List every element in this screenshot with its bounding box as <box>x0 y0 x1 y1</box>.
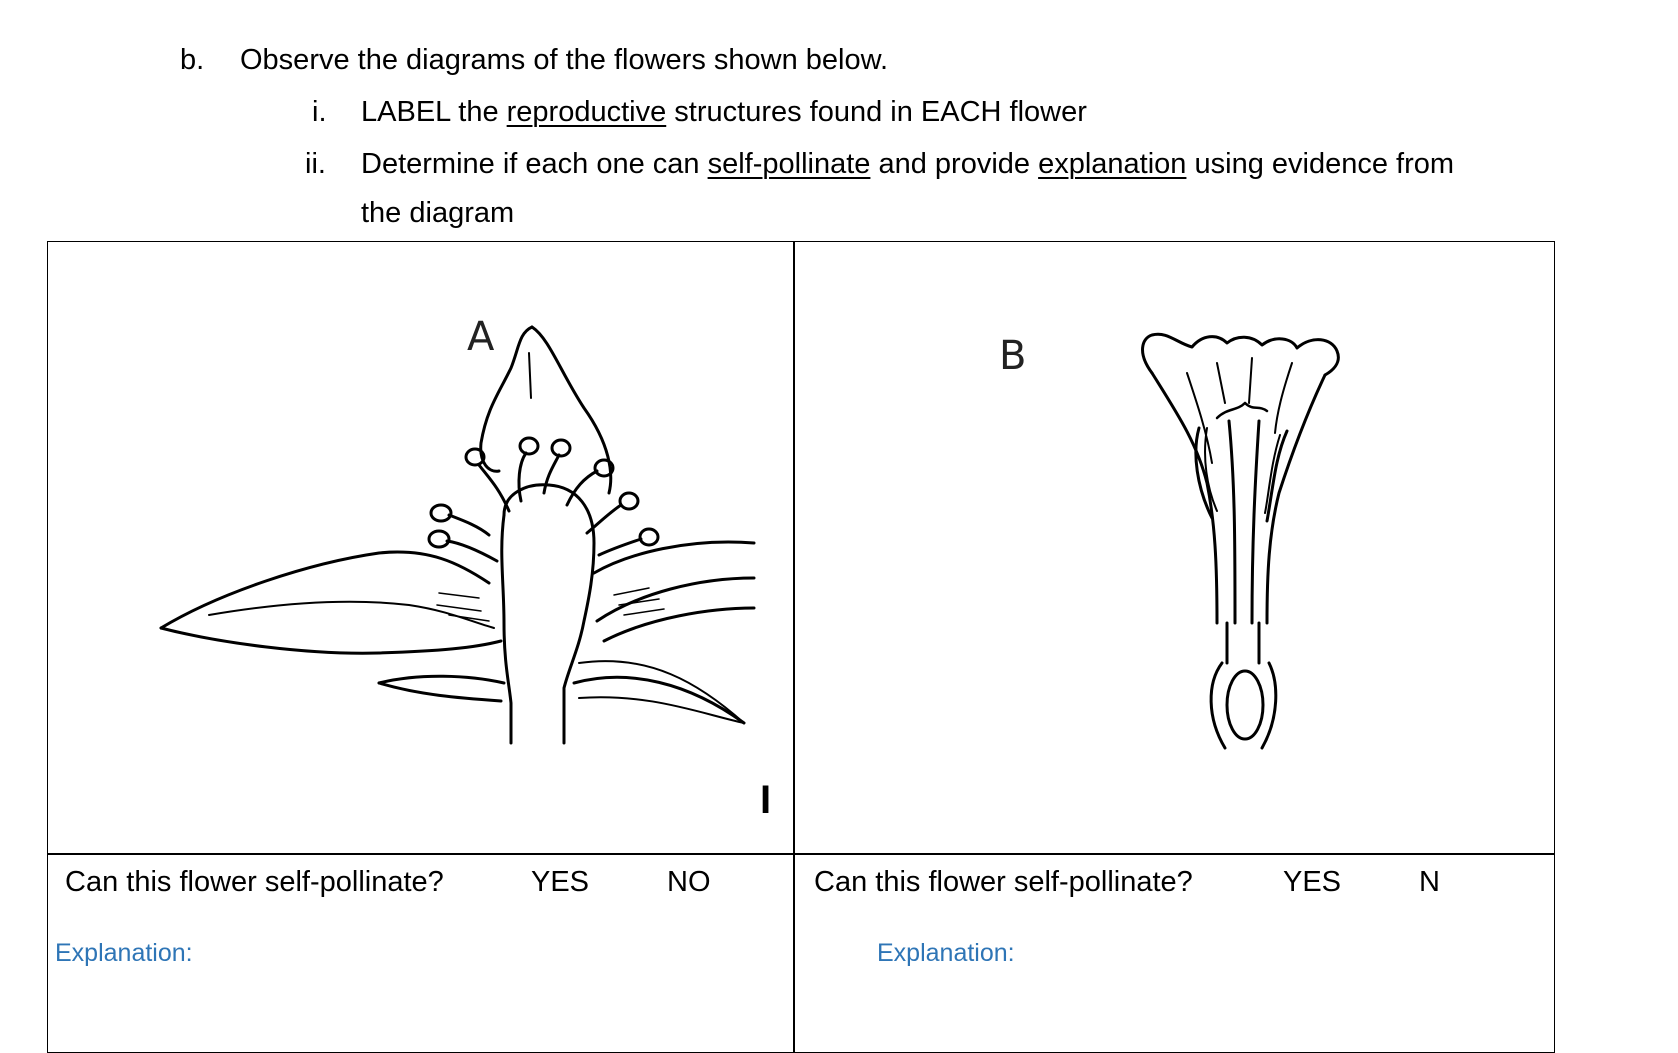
item-ii-after: using evidence from <box>1186 148 1455 180</box>
part-b-text: Observe the diagrams of the flowers show… <box>240 44 888 76</box>
flower-b-tube-right <box>1265 373 1327 625</box>
flower-a-mark: I <box>760 778 771 822</box>
part-b-marker: b. <box>180 44 205 76</box>
flower-a-anther-5 <box>618 491 640 511</box>
flower-a-stamen-7 <box>445 539 499 563</box>
flower-a-anther-4 <box>593 458 615 478</box>
item-i-underlined: reproductive <box>506 96 667 128</box>
item-ii-underlined-1: self-pollinate <box>707 148 871 180</box>
flower-b-tube-lower <box>1225 621 1261 665</box>
flower-a-anther-3 <box>550 438 572 458</box>
flower-a-explanation-label: Explanation: <box>55 939 193 967</box>
flower-b-stigma <box>1215 401 1269 420</box>
flower-a-no-option[interactable]: NO <box>667 866 711 898</box>
flower-b-stamen-left <box>1194 426 1214 520</box>
flower-a-anther-2 <box>518 436 540 456</box>
flower-a-stamen-3 <box>542 453 561 495</box>
flower-a-receptacle <box>502 483 596 745</box>
flower-b-style-left <box>1227 419 1237 625</box>
flower-b-corolla-rim <box>1141 332 1340 377</box>
flower-a-anther-8 <box>638 527 660 547</box>
flower-a-stamen-5 <box>585 503 623 535</box>
item-i-before: LABEL the <box>361 96 507 128</box>
flower-a-anther-1 <box>464 447 486 467</box>
item-i-text: LABEL the reproductive structures found … <box>361 96 1087 129</box>
flower-b-stamen-right <box>1265 429 1289 523</box>
flower-b-ovary-left <box>1209 661 1227 750</box>
item-ii-text: Determine if each one can self-pollinate… <box>361 148 1454 181</box>
flower-a-petal-left <box>159 550 491 630</box>
flower-a-sepal-left-2 <box>377 681 503 703</box>
item-ii-middle: and provide <box>870 148 1039 180</box>
flower-a-petal-left-lower <box>159 626 503 655</box>
item-i-after: structures found in EACH flower <box>666 96 1087 128</box>
flower-a-petal-midline <box>528 352 532 399</box>
flower-a-sepal-right-3 <box>578 696 745 724</box>
item-i-marker: i. <box>312 96 327 128</box>
flower-b-no-option[interactable]: N <box>1419 866 1440 898</box>
cell-diagram-b <box>793 241 1555 855</box>
flower-a-label: A <box>467 314 495 360</box>
flower-a-question: Can this flower self-pollinate? <box>65 866 444 898</box>
flower-a-petal-right-2 <box>595 576 756 623</box>
flower-b-ovary-right <box>1260 661 1278 750</box>
flower-a-stamen-8 <box>597 537 643 557</box>
flower-b-ovule <box>1225 669 1265 741</box>
flower-a-diagram: A I <box>159 314 771 822</box>
flower-a-anther-7 <box>427 529 451 549</box>
flower-a-sepal-right <box>572 675 746 725</box>
flower-a-petal-top <box>479 325 534 473</box>
flower-a-petal-right-3 <box>602 606 756 643</box>
flower-b-question: Can this flower self-pollinate? <box>814 866 1193 898</box>
flower-a-stamen-2 <box>517 451 528 503</box>
flower-a-anther-6 <box>429 503 453 523</box>
flower-b-stamen-right-2 <box>1264 434 1281 514</box>
flower-b-tube-left <box>1150 371 1219 625</box>
cell-diagram-a <box>47 241 795 855</box>
flower-b-yes-option[interactable]: YES <box>1283 866 1342 898</box>
flower-a-sepal-right-2 <box>578 660 745 724</box>
flower-a-stem-left <box>500 513 513 745</box>
item-ii-line2: the diagram <box>361 197 515 229</box>
flower-a-sepal-left <box>377 674 506 685</box>
flower-a-stamen-6 <box>447 513 491 537</box>
flower-b-explanation-label: Explanation: <box>877 939 1015 967</box>
flower-a-yes-option[interactable]: YES <box>531 866 590 898</box>
flower-a-stamen-4 <box>565 469 599 507</box>
flower-b-label: B <box>999 333 1026 379</box>
flower-b-style-right <box>1250 419 1261 625</box>
flower-b-stamen-left-2 <box>1204 427 1218 512</box>
flower-a-petal-top-right <box>530 325 613 495</box>
flower-a-stamen-1 <box>477 463 511 513</box>
item-ii-before: Determine if each one can <box>361 148 708 180</box>
item-ii-marker: ii. <box>305 148 326 180</box>
item-ii-underlined-2: explanation <box>1038 148 1187 180</box>
flower-b-diagram: B <box>999 332 1340 750</box>
flower-table: A I <box>47 241 1555 1053</box>
flower-a-petal-right <box>592 540 756 575</box>
flower-a-petal-left-inner <box>208 600 495 629</box>
